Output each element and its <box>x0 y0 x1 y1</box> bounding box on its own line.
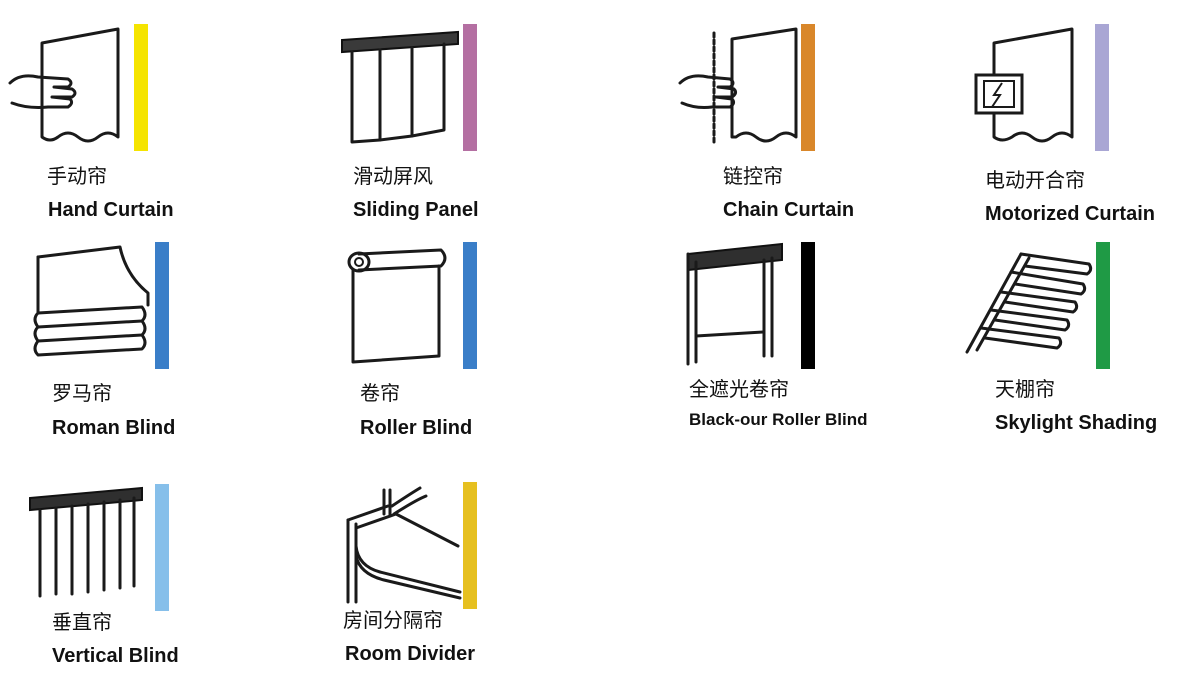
product-name-zh: 电动开合帘 <box>985 168 1085 192</box>
color-bar <box>801 242 815 369</box>
color-bar <box>155 484 169 611</box>
skylight-shading-icon <box>965 252 1093 354</box>
vertical-blind-icon <box>29 486 143 598</box>
room-divider-icon <box>346 486 462 604</box>
color-bar <box>134 24 148 151</box>
product-name-zh: 垂直帘 <box>52 610 112 634</box>
product-name-en: Sliding Panel <box>353 199 479 221</box>
product-name-en: Chain Curtain <box>723 199 855 221</box>
color-bar <box>463 24 477 151</box>
product-name-en: Hand Curtain <box>48 199 174 221</box>
sliding-panel-icon <box>341 30 459 144</box>
color-bar <box>155 242 169 369</box>
product-name-en: Skylight Shading <box>995 412 1158 434</box>
product-name-zh: 全遮光卷帘 <box>689 377 789 401</box>
roman-blind-icon <box>33 245 150 357</box>
color-bar <box>801 24 815 151</box>
color-bar <box>1096 242 1110 369</box>
hand-curtain-icon <box>8 27 120 143</box>
color-bar <box>463 482 477 609</box>
product-name-zh: 房间分隔帘 <box>343 608 443 632</box>
blackout-roller-blind-icon <box>686 242 783 366</box>
product-name-zh: 卷帘 <box>360 381 400 405</box>
product-name-en: Black-our Roller Blind <box>689 410 868 429</box>
product-name-zh: 罗马帘 <box>52 381 112 405</box>
product-name-en: Room Divider <box>345 643 476 665</box>
roller-blind-icon <box>347 248 447 364</box>
product-name-en: Motorized Curtain <box>985 203 1155 225</box>
product-name-zh: 天棚帘 <box>995 377 1055 401</box>
product-name-en: Vertical Blind <box>52 645 179 667</box>
product-name-en: Roller Blind <box>360 417 473 439</box>
product-name-zh: 链控帘 <box>723 164 783 188</box>
color-bar <box>463 242 477 369</box>
motorized-curtain-icon <box>974 27 1074 143</box>
product-name-zh: 滑动屏风 <box>353 164 433 188</box>
color-bar <box>1095 24 1109 151</box>
product-name-en: Roman Blind <box>52 417 176 439</box>
chain-curtain-icon <box>678 27 798 145</box>
product-name-zh: 手动帘 <box>47 164 107 188</box>
